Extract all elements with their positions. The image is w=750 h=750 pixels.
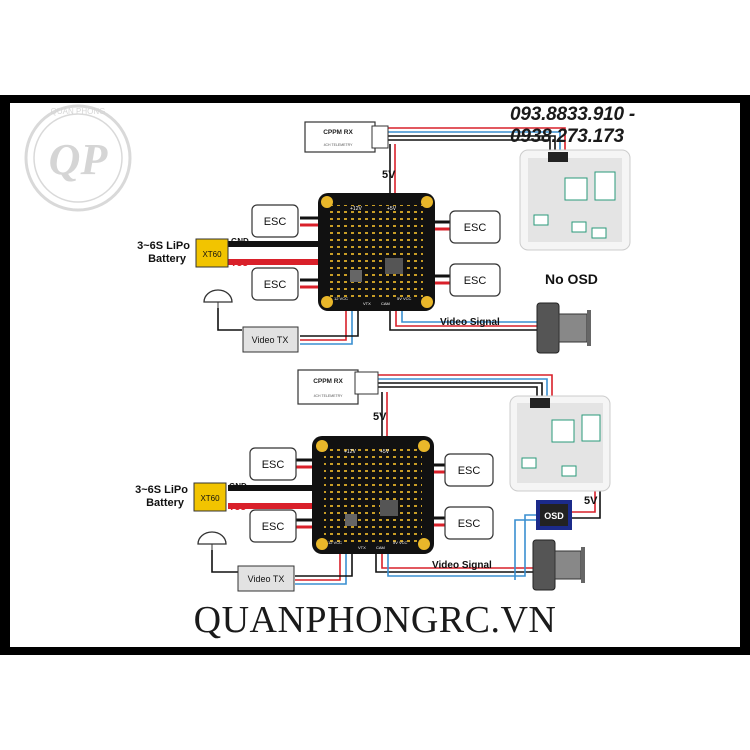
camera-icon-2	[532, 539, 585, 591]
svg-text:ESC: ESC	[458, 518, 481, 530]
antenna-icon-2	[197, 531, 227, 550]
pdb-12v-label-2: +12V	[344, 449, 356, 455]
rx-title-2: CPPM RX	[313, 378, 343, 385]
vcc-label: VCC	[231, 259, 248, 268]
camera-icon	[536, 302, 591, 354]
battery-label-line1: 3~6S LiPo	[137, 240, 190, 252]
gnd-label-2: GND	[229, 482, 247, 491]
pdb-cam-label-2: CAM	[376, 545, 385, 550]
svg-text:ESC: ESC	[464, 275, 487, 287]
svg-text:OSD: OSD	[544, 511, 564, 521]
video-signal-label-2: Video Signal	[432, 560, 492, 571]
svg-text:ESC: ESC	[262, 521, 285, 533]
pdb-5vcc-label: 5V VCC	[397, 296, 412, 301]
diagram-with-osd: CPPM RX 4CH TELEMETRY 5V +12V +5V 12 VCC…	[135, 369, 611, 592]
diagram-no-osd: CPPM RX 4CH TELEMETRY 5V +12V +5V 12 VCC…	[137, 121, 631, 354]
svg-text:XT60: XT60	[202, 250, 222, 259]
battery-label-line2: Battery	[148, 253, 187, 265]
svg-text:XT60: XT60	[200, 494, 220, 503]
five-v-label: 5V	[382, 169, 396, 181]
svg-text:ESC: ESC	[264, 279, 287, 291]
svg-text:ESC: ESC	[464, 222, 487, 234]
phone-numbers: 093.8833.910 - 0938.273.173	[510, 104, 636, 147]
esc-bottom-right-2: ESC	[444, 506, 494, 540]
power-distribution-board: +12V +5V 12 VCC 5V VCC VTX CAM	[318, 193, 435, 311]
rx-subtitle: 4CH TELEMETRY	[324, 143, 354, 147]
power-distribution-board-2: +12V +5V 12 VCC 5V VCC VTX CAM	[312, 436, 434, 554]
watermark-logo: QP QUÂN PHONG	[24, 104, 132, 212]
wires-bottom	[211, 374, 601, 585]
flight-controller-2	[509, 395, 611, 492]
pdb-5vcc-label-2: 5V VCC	[393, 540, 408, 545]
pdb-cam-label: CAM	[381, 301, 390, 306]
svg-text:ESC: ESC	[458, 465, 481, 477]
pdb-5v-label-2: +5V	[380, 449, 390, 455]
battery-label-line2-2: Battery	[146, 497, 185, 509]
esc-top-left-2: ESC	[249, 447, 297, 481]
osd-module: OSD	[536, 500, 572, 530]
website-footer: QUANPHONGRC.VN	[193, 599, 557, 641]
flight-controller	[519, 149, 631, 251]
video-signal-label: Video Signal	[440, 317, 500, 328]
pdb-12vcc-label: 12 VCC	[334, 296, 348, 301]
esc-top-right: ESC	[449, 210, 501, 244]
esc-bottom-left: ESC	[251, 267, 299, 301]
vcc-label-2: VCC	[229, 503, 246, 512]
rx-title: CPPM RX	[323, 129, 353, 136]
video-tx-2: Video TX	[237, 565, 295, 592]
esc-top-right-2: ESC	[444, 453, 494, 487]
battery-label-line1-2: 3~6S LiPo	[135, 484, 188, 496]
pdb-vtx-label: VTX	[363, 301, 371, 306]
svg-text:ESC: ESC	[264, 216, 287, 228]
esc-top-left: ESC	[251, 204, 299, 238]
esc-bottom-left-2: ESC	[249, 509, 297, 543]
antenna-icon	[203, 289, 233, 308]
pdb-12v-label: +12V	[350, 206, 362, 212]
cppm-receiver: CPPM RX 4CH TELEMETRY	[304, 121, 389, 153]
video-tx: Video TX	[242, 326, 299, 353]
pdb-5v-label: +5V	[387, 206, 397, 212]
five-v-label-2: 5V	[373, 411, 387, 423]
xt60-connector: XT60	[195, 238, 229, 268]
pdb-12vcc-label-2: 12 VCC	[328, 540, 342, 545]
rx-subtitle-2: 4CH TELEMETRY	[314, 394, 344, 398]
watermark-logo-text: QP	[49, 135, 109, 184]
gnd-label: GND	[231, 237, 249, 246]
cppm-receiver-2: CPPM RX 4CH TELEMETRY	[297, 369, 379, 405]
no-osd-caption: No OSD	[545, 271, 598, 287]
svg-text:Video TX: Video TX	[248, 574, 285, 584]
esc-bottom-right: ESC	[449, 263, 501, 297]
svg-text:Video TX: Video TX	[252, 335, 289, 345]
five-v-osd-label: 5V	[584, 495, 598, 507]
xt60-connector-2: XT60	[193, 482, 227, 512]
svg-text:ESC: ESC	[262, 459, 285, 471]
watermark-ring-text: QUÂN PHONG	[51, 107, 106, 116]
pdb-vtx-label-2: VTX	[358, 545, 366, 550]
